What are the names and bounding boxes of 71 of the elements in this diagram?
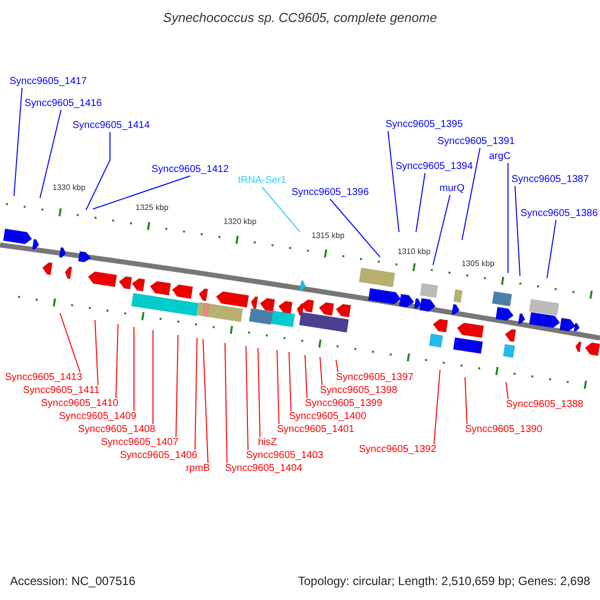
gene-label: Syncc9605_1407 — [101, 437, 178, 449]
scale-label: 1305 kbp — [462, 259, 494, 269]
gene-label: Syncc9605_1411 — [23, 385, 100, 397]
leader-line — [224, 342, 228, 464]
gene-label: Syncc9605_1395 — [386, 119, 463, 131]
gene-label: Syncc9605_1394 — [396, 161, 473, 173]
gene-label: Syncc9605_1392 — [359, 444, 436, 456]
gene-label: Syncc9605_1398 — [320, 385, 398, 397]
gene-label: Syncc9605_1399 — [305, 398, 382, 410]
leader-line — [320, 356, 322, 386]
leader-line — [152, 330, 154, 424]
gene-label: Syncc9605_1416 — [24, 98, 102, 110]
gene-label: Syncc9605_1400 — [289, 411, 366, 423]
leader-line — [60, 312, 80, 372]
scale-label: 1310 kbp — [398, 247, 430, 257]
leader-line — [276, 350, 280, 424]
leader-line — [116, 324, 118, 398]
scale-label: 1330 kbp — [52, 183, 86, 193]
leader-line — [506, 382, 508, 400]
gene-label: Syncc9605_1403 — [246, 450, 324, 462]
gene-label: Syncc9605_1417 — [10, 76, 87, 88]
gene-label: Syncc9605_1414 — [72, 120, 150, 132]
leader-line — [416, 172, 426, 232]
accession-text: Accession: NC_007516 — [10, 575, 136, 587]
leader-line — [288, 352, 292, 412]
leader-line — [330, 198, 380, 258]
leader-line — [258, 348, 260, 438]
leader-line — [514, 186, 520, 276]
gene-label: Syncc9605_1390 — [465, 424, 542, 436]
gene-label: Syncc9605_1391 — [438, 136, 515, 148]
leader-line — [94, 320, 98, 386]
gene-label: murQ — [440, 183, 464, 195]
gene-label: Syncc9605_1386 — [520, 208, 598, 220]
gene-label: Syncc9605_1409 — [59, 411, 136, 423]
leader-line — [464, 376, 468, 424]
gene-label: argC — [489, 151, 511, 163]
gene-label: Syncc9605_1404 — [225, 463, 302, 475]
gene-label: tRNA-Ser1 — [238, 175, 286, 187]
leader-line — [304, 354, 308, 398]
leader-line — [546, 220, 556, 278]
leader-line — [246, 346, 248, 450]
title: Synechococcus sp. CC9605, complete genome — [162, 10, 438, 25]
leader-line — [194, 338, 198, 450]
gene-label: Syncc9605_1396 — [292, 187, 369, 199]
leader-line — [388, 130, 400, 232]
gene-label: hisZ — [258, 437, 277, 449]
leader-line — [86, 132, 110, 210]
leader-line — [202, 338, 208, 464]
leader-line — [176, 334, 178, 438]
scale-label: 1315 kbp — [312, 231, 344, 241]
leader-line — [432, 194, 450, 266]
genome-summary-text: Topology: circular; Length: 2,510,659 bp; Genes: 2,698 — [298, 575, 590, 587]
leader-line — [434, 370, 440, 444]
gene-label: Syncc9605_1412 — [152, 164, 229, 176]
leader-line — [40, 110, 62, 198]
gene-label: Syncc9605_1413 — [5, 372, 82, 384]
gene-label: Syncc9605_1397 — [336, 372, 414, 384]
gene-label: Syncc9605_1387 — [512, 174, 589, 186]
leader-line — [92, 176, 190, 210]
scale-label: 1320 kbp — [224, 217, 256, 227]
leader-line — [262, 186, 300, 232]
gene-label: Syncc9605_1406 — [120, 450, 198, 462]
gene-label: rpmB — [186, 463, 210, 475]
leader-line — [14, 88, 22, 196]
leader-line — [336, 360, 338, 372]
gene-label: Syncc9605_1388 — [506, 399, 584, 411]
gene-label: Syncc9605_1401 — [277, 424, 354, 436]
leader-line — [462, 148, 480, 240]
gene-label: Syncc9605_1408 — [78, 424, 156, 436]
gene-label: Syncc9605_1410 — [41, 398, 118, 410]
scale-label: 1325 kbp — [136, 203, 168, 213]
